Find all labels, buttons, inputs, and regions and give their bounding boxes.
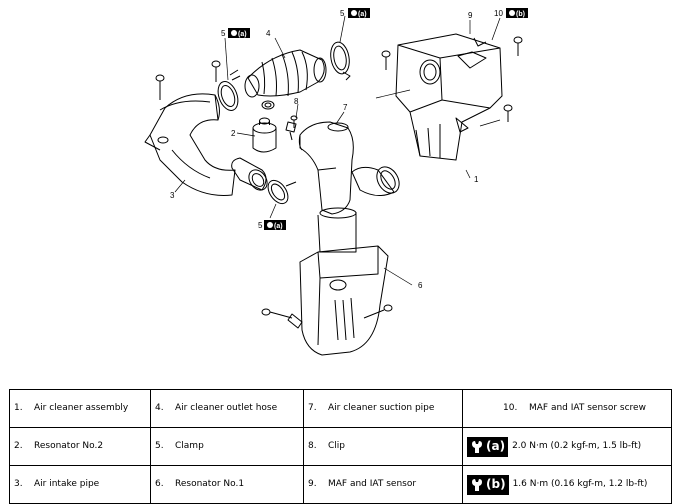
callout-6: 6 <box>418 281 423 290</box>
torque-symbol-text: (b) <box>486 477 506 491</box>
legend-label: Air cleaner suction pipe <box>328 403 435 413</box>
clamp-upper-left <box>217 69 241 111</box>
clip <box>285 121 297 141</box>
torque-tag-b: (b) <box>506 8 528 18</box>
callout-1: 1 <box>474 175 479 184</box>
legend-label: Air cleaner assembly <box>34 403 129 413</box>
bolt-air-cleaner-bottom <box>503 104 513 122</box>
legend-cell: 10. MAF and IAT sensor screw <box>462 389 672 428</box>
legend-number: 1. <box>14 403 23 413</box>
callout-4: 4 <box>266 29 271 38</box>
legend-number: 6. <box>155 479 164 489</box>
legend-row: 2. Resonator No.2 5. Clamp 8. Clip (a) 2.0 … <box>9 427 672 466</box>
callout-5-top-right: 5 <box>340 9 345 18</box>
svg-text:(a): (a) <box>358 11 367 18</box>
callout-5-bottom: 5 <box>258 221 263 230</box>
legend-cell: 3. Air intake pipe <box>9 465 151 504</box>
bolt-sensor <box>290 115 298 128</box>
legend-cell: 8. Clip <box>303 427 463 466</box>
callout-7: 7 <box>343 103 348 112</box>
resonator-no2 <box>252 100 277 153</box>
torque-value: 1.6 N·m (0.16 kgf-m, 1.2 lb-ft) <box>512 479 648 489</box>
legend-label: Clamp <box>175 441 204 451</box>
resonator-cylinder <box>231 157 268 191</box>
air-intake-pipe <box>144 93 236 196</box>
torque-symbol-text: (a) <box>486 439 506 453</box>
legend-cell: (a) 2.0 N·m (0.2 kgf-m, 1.5 lb-ft) <box>462 427 672 466</box>
legend-number: 8. <box>308 441 317 451</box>
torque-tag-top-right: (a) <box>348 8 370 18</box>
torque-tag-top-left: (a) <box>228 28 250 38</box>
air-cleaner-outlet-hose <box>244 49 327 98</box>
torque-value: 2.0 N·m (0.2 kgf-m, 1.5 lb-ft) <box>512 441 642 451</box>
svg-text:(a): (a) <box>274 223 283 230</box>
legend-number: 5. <box>155 441 164 451</box>
legend-number: 3. <box>14 479 23 489</box>
torque-tag-bottom: (a) <box>264 220 286 230</box>
parts-legend-table: 1. Air cleaner assembly 4. Air cleaner out… <box>9 389 672 504</box>
legend-number: 2. <box>14 441 23 451</box>
legend-cell: 2. Resonator No.2 <box>9 427 151 466</box>
legend-number: 7. <box>308 403 317 413</box>
leader-lines <box>174 15 501 286</box>
legend-cell: 4. Air cleaner outlet hose <box>150 389 304 428</box>
bolt-air-cleaner-left <box>381 50 391 70</box>
legend-row: 3. Air intake pipe 6. Resonator No.1 9. MAF… <box>9 465 672 504</box>
legend-number: 9. <box>308 479 317 489</box>
exploded-parts-diagram: 1 2 3 4 5 5 5 6 7 8 9 10 (a) (a) (a) (b) <box>144 8 528 356</box>
air-cleaner-suction-pipe <box>298 121 354 215</box>
callout-8: 8 <box>294 97 299 106</box>
legend-cell: 1. Air cleaner assembly <box>9 389 151 428</box>
svg-text:(b): (b) <box>516 11 525 18</box>
callout-3: 3 <box>170 191 175 200</box>
legend-label: Resonator No.2 <box>34 441 104 451</box>
legend-cell: 7. Air cleaner suction pipe <box>303 389 463 428</box>
air-cleaner-assembly <box>395 33 503 161</box>
bolt-left <box>155 74 165 100</box>
legend-label: Clip <box>328 441 345 451</box>
legend-cell: 6. Resonator No.1 <box>150 465 304 504</box>
resonator-no1 <box>299 207 389 356</box>
svg-text:(a): (a) <box>238 31 247 38</box>
legend-label: MAF and IAT sensor screw <box>529 403 646 413</box>
callout-labels: 1 2 3 4 5 5 5 6 7 8 9 10 <box>170 9 503 290</box>
connector-pipe <box>351 166 400 196</box>
callout-9: 9 <box>468 11 473 20</box>
torque-symbol-a: (a) <box>467 436 509 457</box>
callout-2: 2 <box>231 129 236 138</box>
bolt-air-cleaner-right <box>513 36 523 56</box>
legend-label: Resonator No.1 <box>175 479 245 489</box>
callout-5-top-left: 5 <box>221 29 226 38</box>
bolt-resonator-left <box>261 308 303 329</box>
legend-label: Air intake pipe <box>34 479 100 489</box>
torque-symbol-b: (b) <box>467 474 509 495</box>
legend-number: 4. <box>155 403 164 413</box>
legend-label: MAF and IAT sensor <box>328 479 417 489</box>
wrench-icon <box>472 440 482 453</box>
callout-10: 10 <box>494 9 503 18</box>
legend-row: 1. Air cleaner assembly 4. Air cleaner out… <box>9 389 672 428</box>
clamp-lower <box>267 179 297 205</box>
bolt-top-mid <box>211 60 221 82</box>
legend-cell: 5. Clamp <box>150 427 304 466</box>
legend-number: 10. <box>503 403 518 413</box>
legend-cell: (b) 1.6 N·m (0.16 kgf-m, 1.2 lb-ft) <box>462 465 672 504</box>
bolt-resonator-right <box>363 304 393 319</box>
legend-cell: 9. MAF and IAT sensor <box>303 465 463 504</box>
legend-label: Air cleaner outlet hose <box>175 403 278 413</box>
wrench-icon <box>472 478 482 491</box>
clamp-upper-right <box>330 41 351 81</box>
